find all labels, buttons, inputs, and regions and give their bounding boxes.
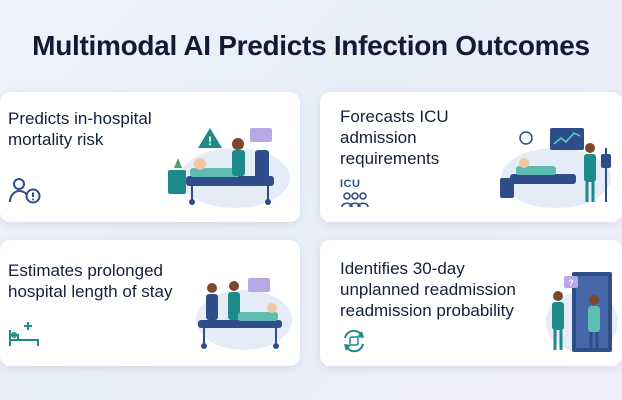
svg-text:!: ! <box>208 134 212 148</box>
icu-label: ICU <box>340 178 361 190</box>
card-icu-admission: Forecasts ICU admission requirements ICU <box>320 92 622 222</box>
card-title: Identifies 30-day unplanned readmission … <box>340 259 516 320</box>
page-title: Multimodal AI Predicts Infection Outcome… <box>32 30 590 61</box>
person-alert-icon <box>9 178 41 204</box>
icu-room-illustration <box>500 128 611 208</box>
card-title: Estimates prolonged hospital length of s… <box>8 261 173 301</box>
doctors-patient-illustration <box>196 278 292 350</box>
readmission-cycle-icon <box>344 329 364 353</box>
discharge-door-illustration: ? <box>546 272 618 352</box>
hospital-bed-icon <box>9 322 39 346</box>
card-title: Predicts in-hospital mortality risk <box>8 109 152 149</box>
card-mortality-risk: Predicts in-hospital mortality risk ! <box>0 92 300 222</box>
card-title: Forecasts ICU admission requirements <box>340 107 449 168</box>
svg-text:?: ? <box>568 278 574 288</box>
icu-group-icon <box>341 192 369 208</box>
card-length-of-stay: Estimates prolonged hospital length of s… <box>0 240 300 366</box>
patient-doctor-illustration: ! <box>168 128 290 208</box>
card-readmission: Identifies 30-day unplanned readmission … <box>320 240 622 366</box>
